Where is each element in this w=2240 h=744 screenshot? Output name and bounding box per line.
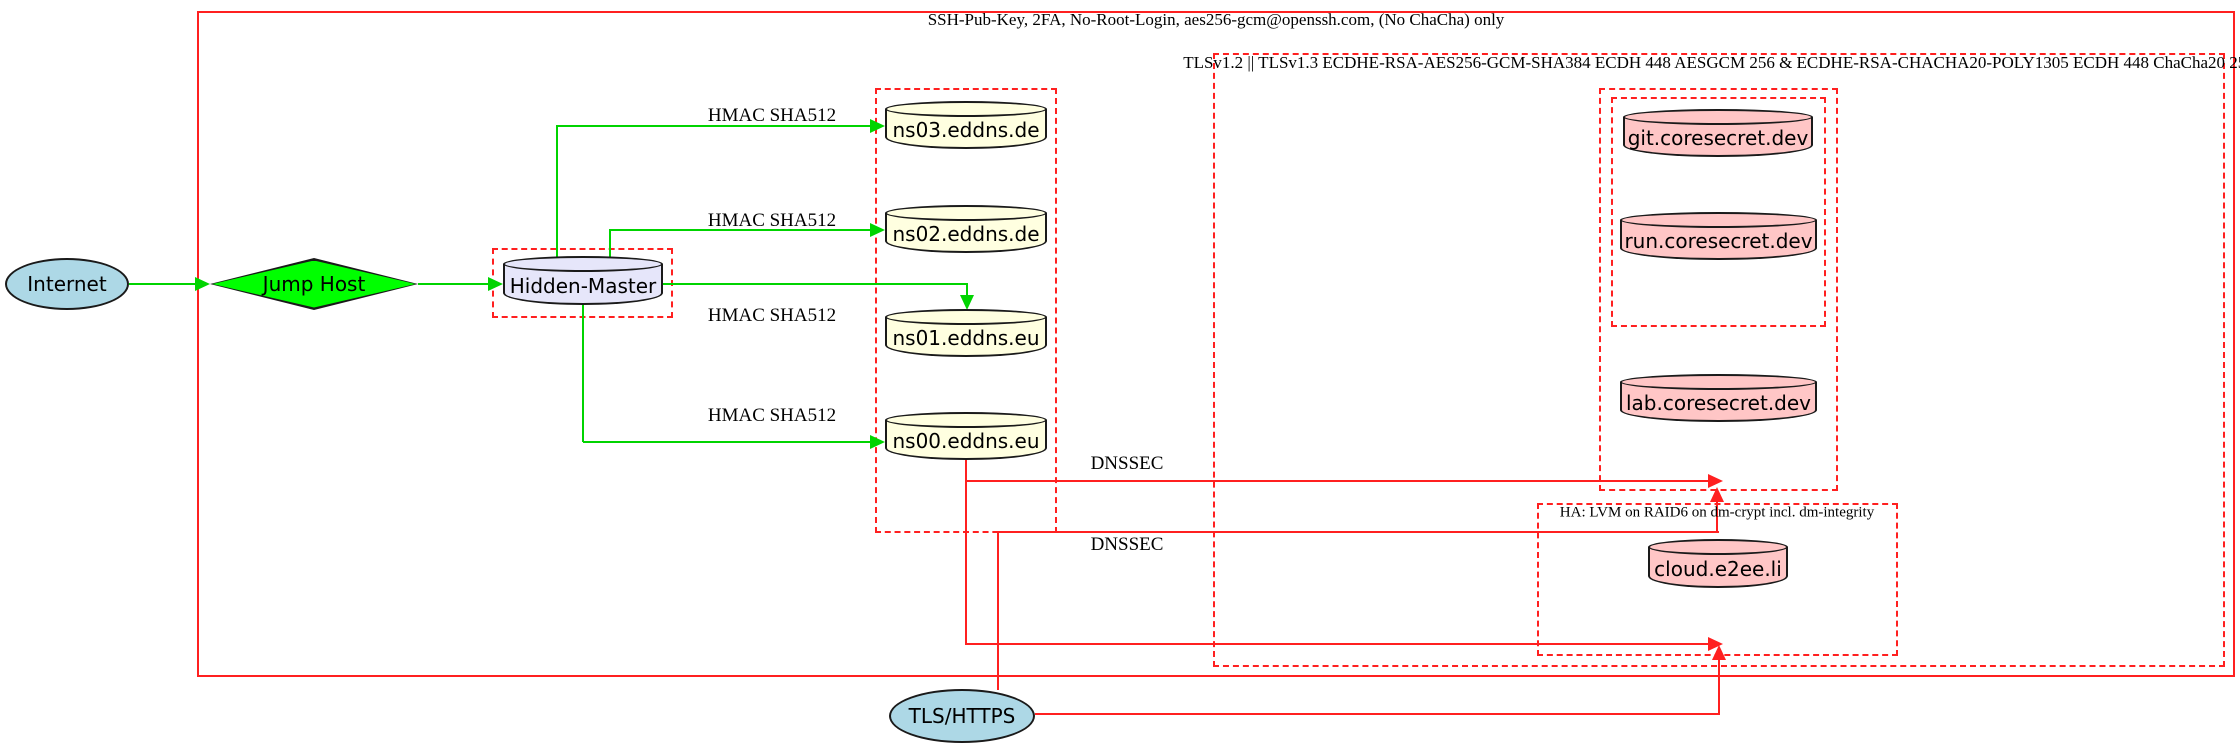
cluster-ssh-label: SSH-Pub-Key, 2FA, No-Root-Login, aes256-… xyxy=(927,10,1505,29)
edge-tlshttps-coresecret-vline1 xyxy=(997,532,999,690)
edge-label-hmac-ns03: HMAC SHA512 xyxy=(707,105,837,126)
node-ns03: ns03.eddns.de xyxy=(885,101,1047,149)
edge-label-hmac-ns00: HMAC SHA512 xyxy=(707,405,837,426)
node-ns01-label: ns01.eddns.eu xyxy=(892,326,1040,350)
edge-master-ns02-arrowhead xyxy=(870,223,885,237)
edge-tlshttps-ha-vline xyxy=(1718,659,1720,715)
edge-label-hmac-ns02: HMAC SHA512 xyxy=(707,210,837,231)
cluster-ha-label: HA: LVM on RAID6 on dm-crypt incl. dm-in… xyxy=(1559,504,1875,521)
edge-internet-jumphost-line xyxy=(129,283,196,285)
node-tls-https: TLS/HTTPS xyxy=(889,689,1035,743)
edge-master-ns01-vline xyxy=(966,283,968,296)
cylinder-top xyxy=(1620,212,1817,228)
edge-tlshttps-coresecret-arrowhead xyxy=(1710,487,1724,502)
cylinder-top xyxy=(885,309,1047,325)
node-internet: Internet xyxy=(5,258,129,310)
node-cloud-label: cloud.e2ee.li xyxy=(1654,556,1782,581)
edge-internet-jumphost-arrowhead xyxy=(195,277,210,291)
node-git-label: git.coresecret.dev xyxy=(1627,126,1809,150)
node-hidden-master-label: Hidden-Master xyxy=(509,273,657,298)
edge-tlshttps-ha-arrowhead xyxy=(1712,645,1726,660)
cylinder-top xyxy=(885,412,1047,428)
cluster-tls-label: TLSv1.2 || TLSv1.3 ECDHE-RSA-AES256-GCM-… xyxy=(1183,53,2240,72)
edge-jumphost-master-line xyxy=(418,283,489,285)
node-cloud: cloud.e2ee.li xyxy=(1648,539,1788,588)
edge-master-ns00-hline xyxy=(583,441,871,443)
node-run-label: run.coresecret.dev xyxy=(1624,229,1813,253)
cylinder-top xyxy=(1620,374,1817,390)
edge-tlshttps-coresecret-vline2 xyxy=(1716,502,1718,533)
node-ns02: ns02.eddns.de xyxy=(885,205,1047,253)
cylinder-top xyxy=(885,101,1047,117)
node-tls-https-label: TLS/HTTPS xyxy=(908,704,1016,728)
edge-master-ns03-arrowhead xyxy=(870,119,885,133)
edge-master-ns02-hline xyxy=(610,229,871,231)
edge-tlshttps-ha-hline xyxy=(1035,713,1720,715)
node-ns00: ns00.eddns.eu xyxy=(885,412,1047,460)
node-ns01: ns01.eddns.eu xyxy=(885,309,1047,357)
cylinder-top xyxy=(1623,109,1813,125)
edge-label-dnssec-1: DNSSEC xyxy=(1090,453,1164,474)
node-lab: lab.coresecret.dev xyxy=(1620,374,1817,422)
cylinder-body xyxy=(1648,547,1788,588)
edge-label-hmac-ns01: HMAC SHA512 xyxy=(707,305,837,326)
node-ns03-label: ns03.eddns.de xyxy=(892,118,1040,142)
edge-jumphost-master-arrowhead xyxy=(488,277,503,291)
cylinder-top xyxy=(885,205,1047,221)
node-jump-host-label: Jump Host xyxy=(262,272,366,296)
node-jump-host: Jump Host xyxy=(210,258,418,310)
cluster-coresecret-inner xyxy=(1611,97,1826,327)
edge-dnssec2-hline xyxy=(966,643,1710,645)
edge-master-ns01-hline xyxy=(663,283,968,285)
node-ns02-label: ns02.eddns.de xyxy=(892,222,1040,246)
node-git: git.coresecret.dev xyxy=(1623,109,1813,157)
cylinder-top xyxy=(1648,539,1788,555)
edge-master-ns02-vline xyxy=(609,229,611,260)
cylinder-top xyxy=(503,256,663,272)
edge-master-ns00-arrowhead xyxy=(870,435,885,449)
edge-ns00-dnssec-vline xyxy=(965,459,967,645)
edge-label-dnssec-2: DNSSEC xyxy=(1090,534,1164,555)
node-ns00-label: ns00.eddns.eu xyxy=(892,429,1040,453)
edge-master-ns00-vline xyxy=(582,305,584,442)
node-lab-label: lab.coresecret.dev xyxy=(1625,391,1812,415)
edge-master-ns03-hline xyxy=(557,125,871,127)
node-internet-label: Internet xyxy=(27,272,107,296)
edge-master-ns03-vline xyxy=(556,125,558,260)
edge-dnssec1-hline xyxy=(966,480,1710,482)
edge-dnssec1-arrowhead xyxy=(1708,474,1723,488)
edge-master-ns01-arrowhead xyxy=(960,295,974,310)
cluster-ssh xyxy=(197,11,2235,677)
edge-tlshttps-coresecret-hline xyxy=(998,531,1719,533)
node-hidden-master: Hidden-Master xyxy=(503,256,663,305)
node-run: run.coresecret.dev xyxy=(1620,212,1817,260)
